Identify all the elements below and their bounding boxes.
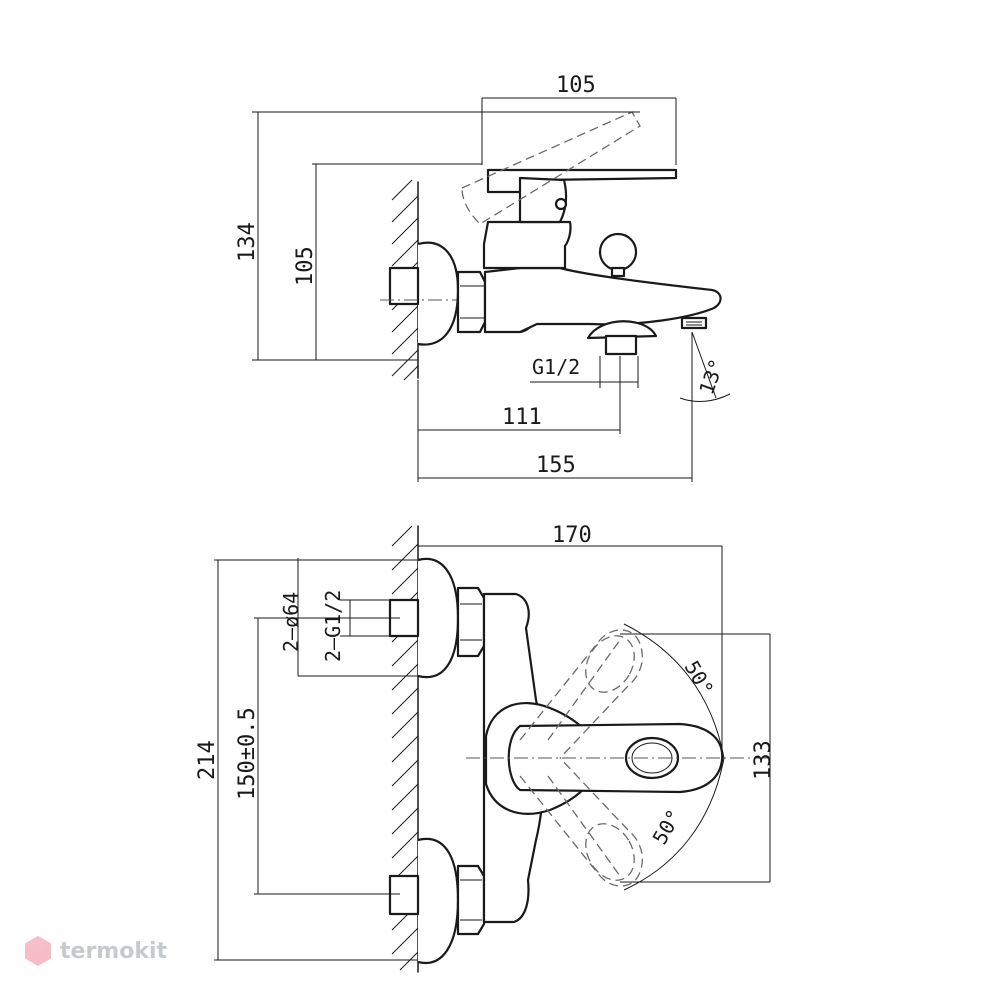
hex-nut-lower xyxy=(456,864,486,936)
dim-height-105: 105 xyxy=(293,163,482,360)
dim-height-214: 214 xyxy=(195,559,418,961)
dim-width-170: 170 xyxy=(418,523,723,760)
dim-label-170: 170 xyxy=(552,523,592,548)
dim-label-111: 111 xyxy=(502,405,542,430)
dim-label-50-lower: 50° xyxy=(648,805,687,848)
escutcheon-upper xyxy=(417,557,460,679)
hex-nut-upper xyxy=(456,586,486,658)
front-view: 50° 50° 170 133 214 150±0.5 xyxy=(195,523,776,973)
dim-label-50-upper: 50° xyxy=(680,657,719,700)
dim-angle-13: 13° xyxy=(679,331,731,402)
dim-height-133: 133 xyxy=(751,634,776,882)
dim-label-105-left: 105 xyxy=(293,246,318,286)
hex-nut xyxy=(456,270,487,334)
diverter-knob xyxy=(598,232,638,272)
dim-label-13: 13° xyxy=(694,356,729,398)
watermark: termokit xyxy=(24,935,167,967)
dim-length-111: 111 xyxy=(417,356,621,482)
cartridge-housing xyxy=(482,220,572,270)
dim-width-105: 105 xyxy=(481,73,677,165)
dim-thread: G1/2 xyxy=(530,355,639,388)
dim-label-thread: G1/2 xyxy=(532,355,580,379)
dim-label-64: 2–ø64 xyxy=(279,592,303,652)
lever-raised-dashed xyxy=(461,111,641,225)
dim-label-g12: 2–G1/2 xyxy=(321,590,345,662)
escutcheon xyxy=(417,241,460,346)
dim-label-150: 150±0.5 xyxy=(235,707,260,800)
escutcheon-lower xyxy=(417,837,460,965)
pipe-stub xyxy=(388,266,420,306)
brand-logo-icon xyxy=(25,936,51,966)
pipe-stub-lower xyxy=(388,874,420,916)
side-view: 105 134 105 G1/2 111 xyxy=(235,73,731,482)
dim-label-155: 155 xyxy=(536,453,576,478)
dim-label-133: 133 xyxy=(751,740,776,780)
watermark-text: termokit xyxy=(60,938,168,964)
dim-label-214: 214 xyxy=(195,740,220,780)
lever-swing-dashed xyxy=(519,629,643,887)
dim-length-155: 155 xyxy=(418,332,693,482)
dim-height-134: 134 xyxy=(235,111,640,361)
shower-outlet-cap xyxy=(586,320,658,340)
shower-outlet-thread xyxy=(604,334,638,356)
aerator xyxy=(680,316,708,330)
dim-thread-front: 2–G1/2 xyxy=(321,590,390,662)
lever-solid xyxy=(486,168,678,194)
dim-diameter-64: 2–ø64 xyxy=(279,558,418,677)
dim-label-134: 134 xyxy=(235,222,260,262)
dim-center-150: 150±0.5 xyxy=(235,617,400,895)
dim-label-105-top: 105 xyxy=(556,73,596,98)
